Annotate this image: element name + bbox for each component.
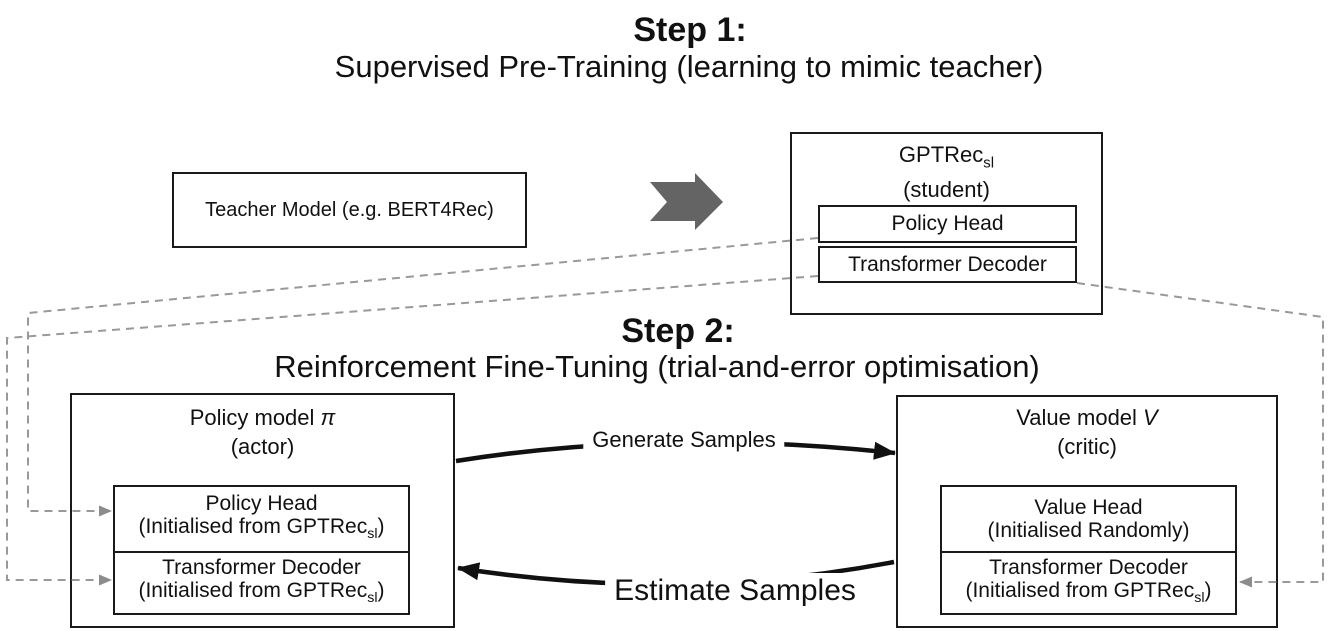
value-head-init: (Initialised Randomly) bbox=[987, 519, 1190, 542]
step1-heading: Step 1: bbox=[633, 11, 747, 49]
policy-head-label: Policy Head bbox=[205, 491, 318, 515]
value-transformer-box: Transformer Decoder (Initialised from GP… bbox=[940, 551, 1237, 615]
teacher-model-box: Teacher Model (e.g. BERT4Rec) bbox=[172, 172, 527, 248]
policy-head-box: Policy Head (Initialised from GPTRecsl) bbox=[113, 485, 410, 553]
policy-head-init: (Initialised from GPTRecsl) bbox=[138, 514, 385, 543]
gptrec-title: GPTRecsl (student) bbox=[790, 141, 1103, 203]
policy-model-role: (actor) bbox=[230, 434, 295, 459]
value-model-title-line: Value model V bbox=[1016, 405, 1158, 430]
value-head-box: Value Head (Initialised Randomly) bbox=[940, 485, 1237, 553]
value-transformer-label: Transformer Decoder bbox=[989, 555, 1188, 579]
generate-samples-label: Generate Samples bbox=[583, 426, 785, 454]
policy-transformer-init: (Initialised from GPTRecsl) bbox=[138, 578, 385, 607]
step2-subtitle: Reinforcement Fine-Tuning (trial-and-err… bbox=[274, 349, 1040, 384]
gptrec-transformer-label: Transformer Decoder bbox=[848, 252, 1047, 276]
value-model-role: (critic) bbox=[1057, 434, 1117, 459]
step2-heading: Step 2: bbox=[621, 312, 735, 350]
gptrec-role: (student) bbox=[903, 177, 990, 203]
estimate-samples-label: Estimate Samples bbox=[605, 573, 865, 609]
value-head-label: Value Head bbox=[1034, 496, 1143, 519]
gptrec-policy-head-box: Policy Head bbox=[818, 205, 1077, 243]
gptrec-policy-head-label: Policy Head bbox=[891, 212, 1004, 235]
pi-symbol: π bbox=[320, 405, 336, 430]
v-symbol: V bbox=[1143, 405, 1158, 430]
policy-transformer-box: Transformer Decoder (Initialised from GP… bbox=[113, 551, 410, 615]
value-transformer-init: (Initialised from GPTRecsl) bbox=[965, 578, 1212, 607]
right-chevron-arrow-icon bbox=[650, 173, 723, 230]
value-model-title: Value model V (critic) bbox=[896, 403, 1278, 461]
step1-subtitle: Supervised Pre-Training (learning to mim… bbox=[334, 49, 1044, 84]
teacher-model-label: Teacher Model (e.g. BERT4Rec) bbox=[205, 198, 494, 221]
policy-model-title-line: Policy model π bbox=[189, 405, 336, 430]
policy-transformer-label: Transformer Decoder bbox=[162, 555, 361, 579]
gptrec-title-line: GPTRecsl bbox=[898, 142, 995, 172]
gptrec-transformer-box: Transformer Decoder bbox=[818, 246, 1077, 283]
policy-model-title: Policy model π (actor) bbox=[70, 403, 455, 461]
